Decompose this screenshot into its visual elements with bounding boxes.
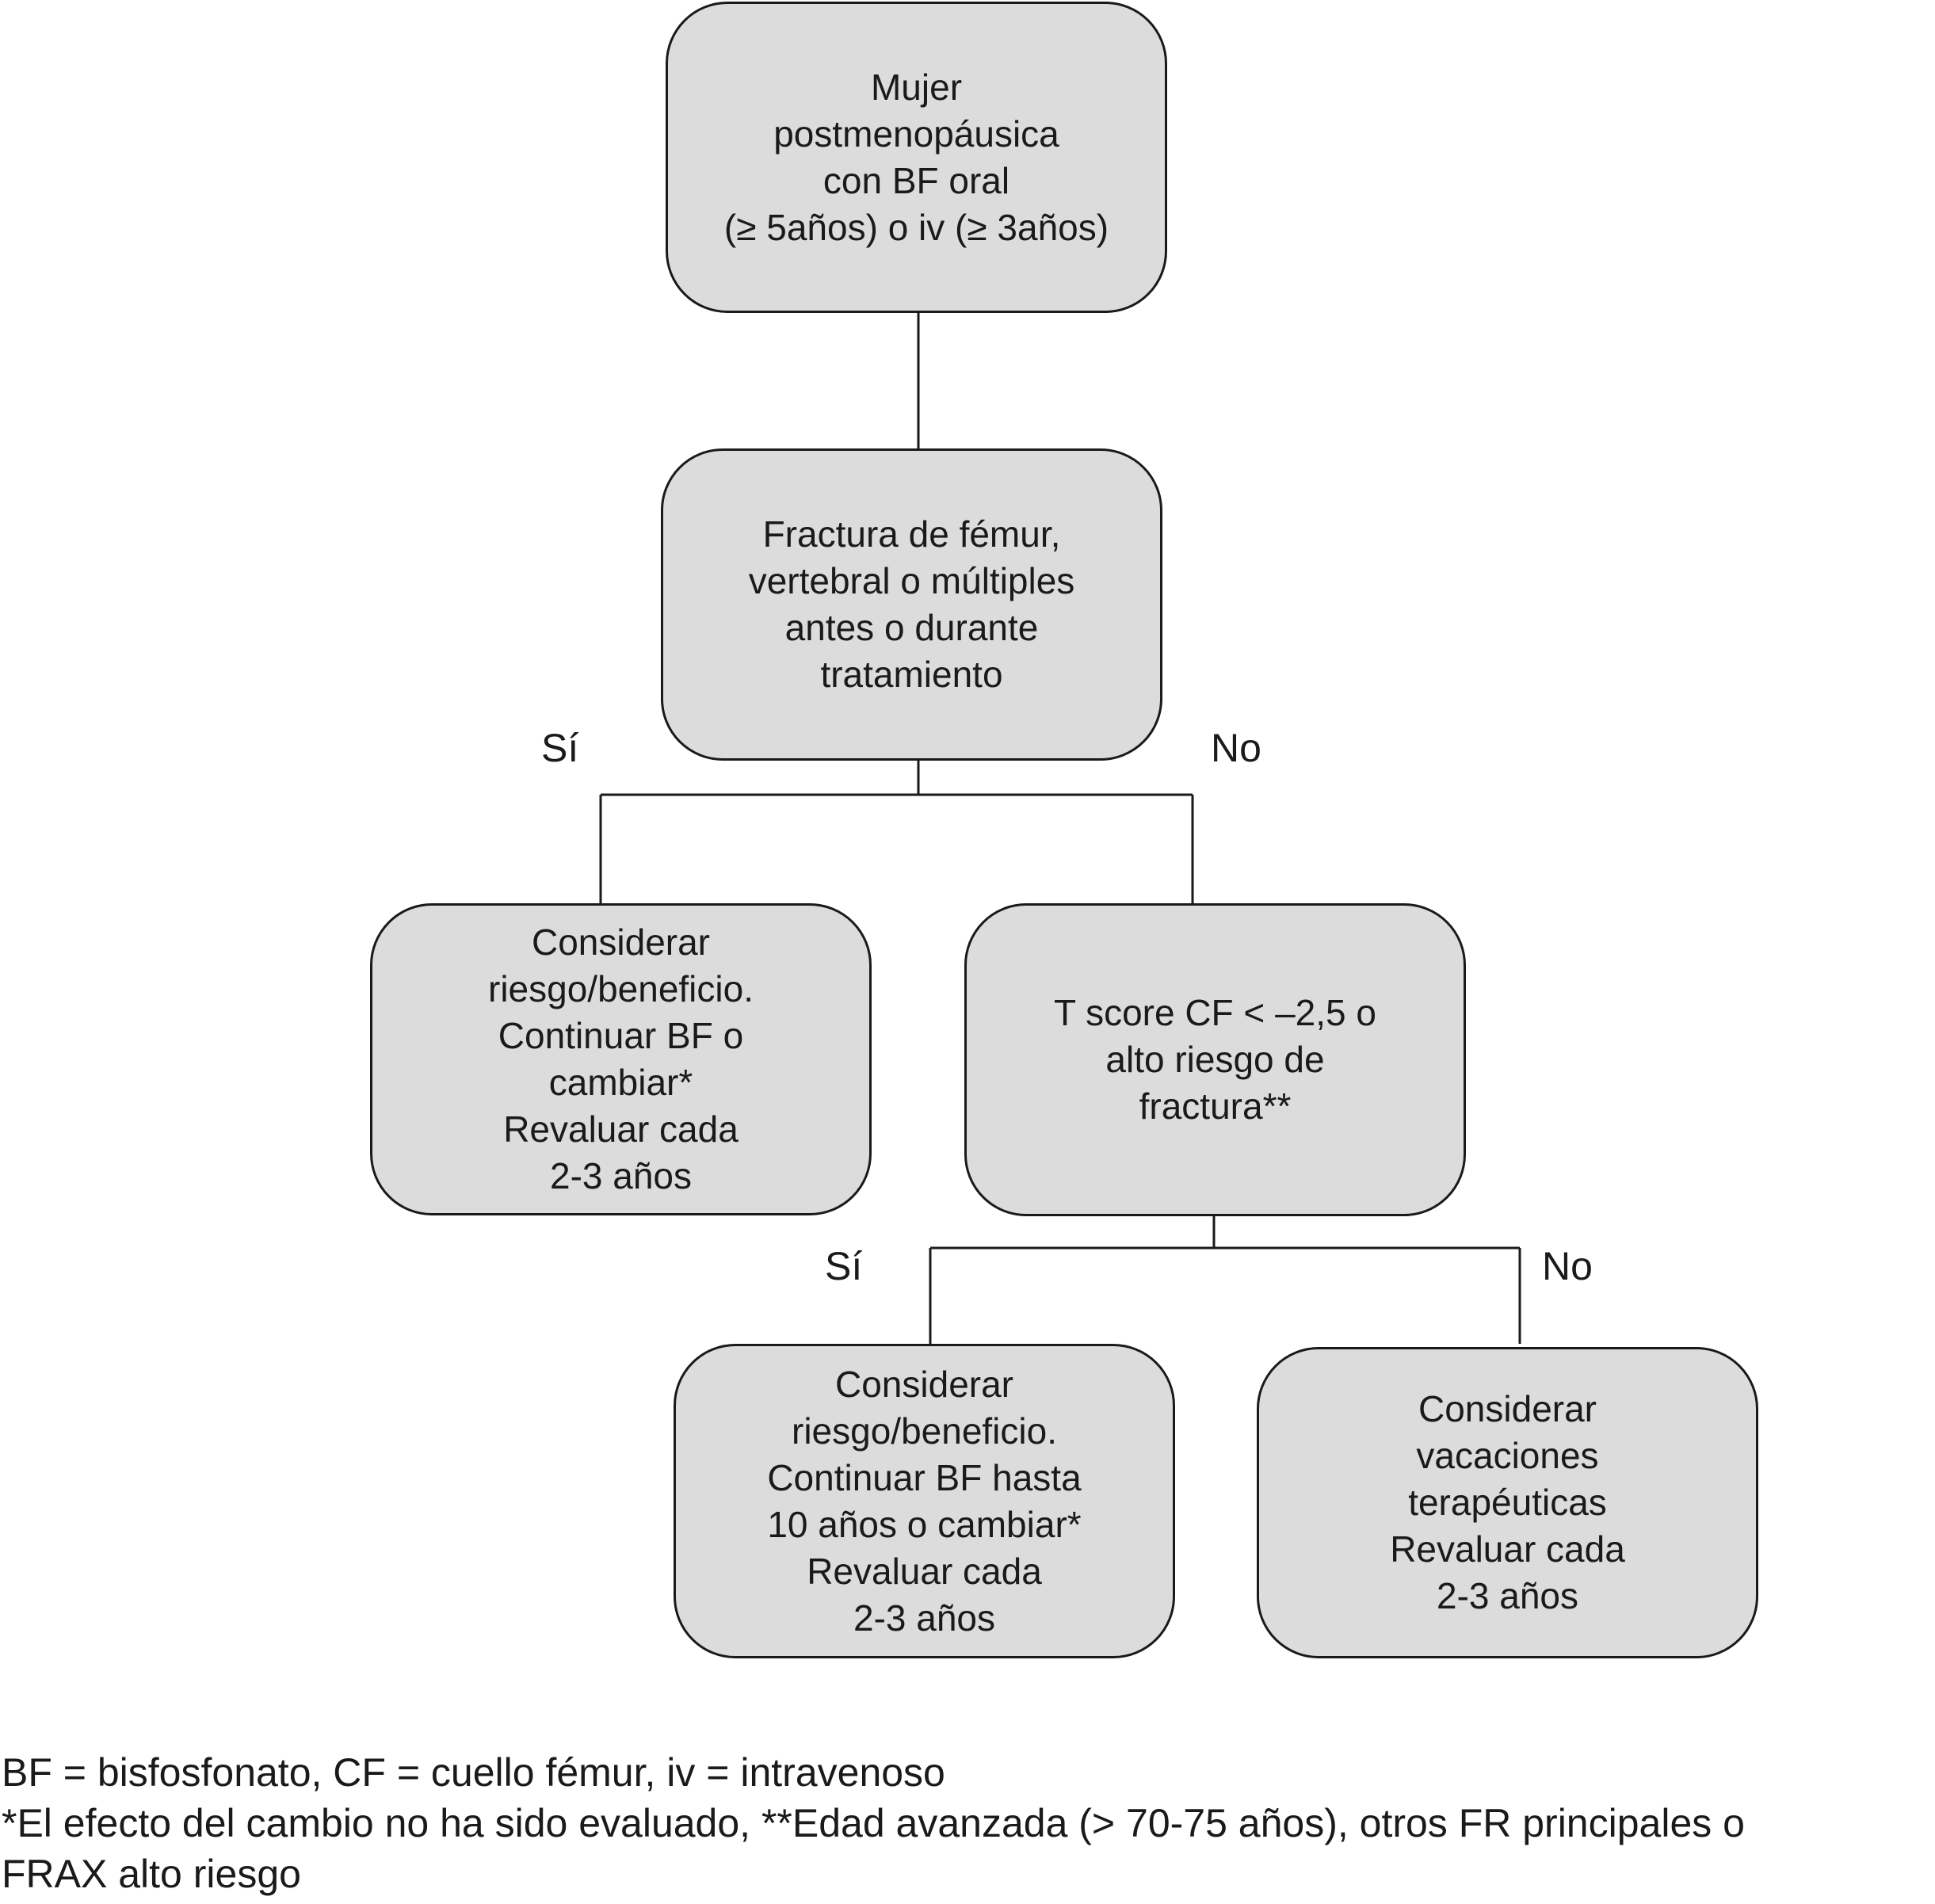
tscore-no-node: Considerar vacaciones terapéuticas Reval… (1257, 1347, 1758, 1658)
footnote-notes: *El efecto del cambio no ha sido evaluad… (2, 1801, 1745, 1845)
fracture-yes-line-6: 2-3 años (549, 1155, 692, 1196)
branch-label-tscore-no: No (1542, 1244, 1593, 1288)
connector-lines (599, 313, 1521, 1344)
tscore-question-node: T score CF < –2,5 o alto riesgo de fract… (964, 903, 1466, 1216)
tscore-yes-line-2: riesgo/beneficio. (792, 1410, 1057, 1452)
connector-tscore-split (929, 1216, 1521, 1344)
tscore-yes-line-4: 10 años o cambiar* (767, 1503, 1082, 1545)
fracture-question-line-3: antes o durante (784, 607, 1039, 648)
fracture-question-line-4: tratamiento (820, 654, 1003, 695)
tscore-yes-line-5: Revaluar cada (807, 1550, 1042, 1592)
tscore-no-line-1: Considerar (1418, 1388, 1597, 1429)
tscore-question-line-1: T score CF < –2,5 o (1054, 992, 1376, 1033)
tscore-no-line-2: vacaciones (1416, 1435, 1599, 1476)
tscore-question-line-3: fractura** (1139, 1086, 1292, 1127)
tscore-question-line-2: alto riesgo de (1105, 1039, 1325, 1080)
fracture-yes-node: Considerar riesgo/beneficio. Continuar B… (370, 903, 872, 1215)
start-node: Mujer postmenopáusica con BF oral (≥ 5añ… (666, 2, 1167, 313)
fracture-yes-line-1: Considerar (532, 921, 710, 963)
start-node-line-3: con BF oral (822, 159, 1010, 201)
fracture-yes-line-2: riesgo/beneficio. (488, 968, 754, 1009)
tscore-yes-line-3: Continuar BF hasta (767, 1456, 1082, 1498)
tscore-yes-line-1: Considerar (835, 1363, 1013, 1405)
fracture-yes-line-4: cambiar* (548, 1062, 693, 1103)
tscore-no-line-5: 2-3 años (1436, 1575, 1578, 1616)
footnote-notes-continued: FRAX alto riesgo (2, 1852, 301, 1896)
fracture-yes-line-5: Revaluar cada (503, 1108, 739, 1150)
fracture-question-line-2: vertebral o múltiples (748, 560, 1075, 601)
fracture-yes-line-3: Continuar BF o (498, 1015, 744, 1056)
branch-label-fracture-no: No (1211, 726, 1261, 770)
branch-label-fracture-yes: Sí (541, 726, 579, 770)
footnotes: BF = bisfosfonato, CF = cuello fémur, iv… (2, 1747, 1927, 1899)
start-node-line-2: postmenopáusica (773, 113, 1059, 155)
start-node-line-4: (≥ 5años) o iv (≥ 3años) (723, 206, 1109, 248)
fracture-question-node: Fractura de fémur, vertebral o múltiples… (661, 448, 1162, 761)
fracture-question-line-1: Fractura de fémur, (762, 513, 1061, 555)
tscore-yes-line-6: 2-3 años (853, 1597, 995, 1639)
tscore-yes-node: Considerar riesgo/beneficio. Continuar B… (674, 1344, 1175, 1658)
connector-fracture-split (599, 761, 1194, 903)
footnote-abbreviations: BF = bisfosfonato, CF = cuello fémur, iv… (2, 1750, 945, 1795)
tscore-no-line-4: Revaluar cada (1390, 1528, 1625, 1570)
branch-label-tscore-yes: Sí (825, 1244, 863, 1288)
tscore-no-line-3: terapéuticas (1408, 1482, 1607, 1523)
start-node-line-1: Mujer (870, 66, 963, 108)
